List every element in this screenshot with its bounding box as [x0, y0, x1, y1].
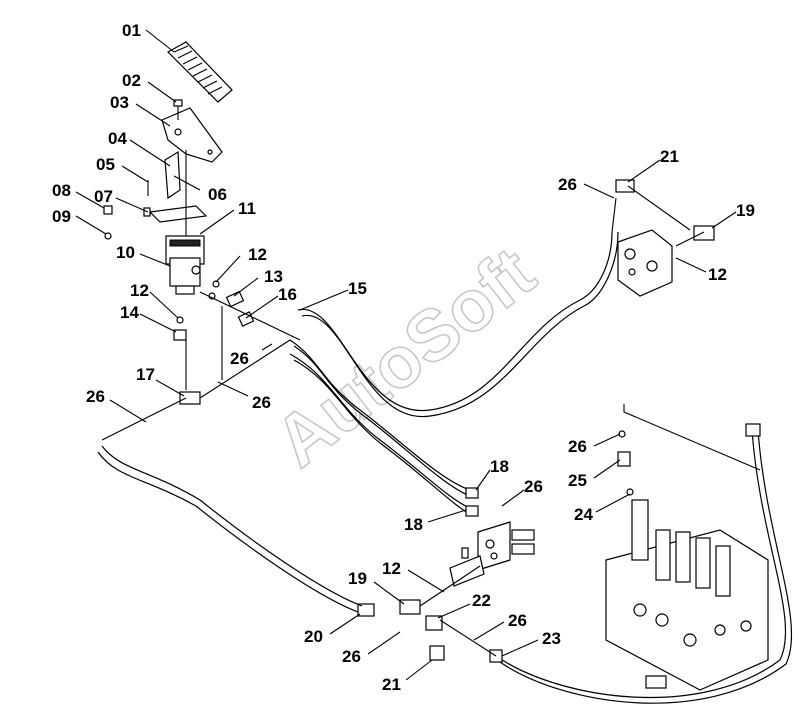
pilot-lines: [101, 185, 761, 657]
hose-20: [97, 445, 363, 613]
callout-02: 02: [122, 71, 141, 90]
callout-05: 05: [96, 155, 115, 174]
callout-15: 15: [348, 279, 367, 298]
callout-04: 04: [108, 129, 127, 148]
tee-fitting-17: [179, 340, 201, 405]
callout-12-b: 12: [130, 281, 149, 300]
elbow-19-bottom: [399, 599, 421, 615]
pilot-valve-10: [165, 235, 205, 295]
callout-18-a: 18: [490, 457, 509, 476]
callout-07: 07: [94, 187, 113, 206]
callout-14: 14: [120, 303, 139, 322]
callout-11: 11: [238, 199, 256, 218]
callout-09: 09: [52, 207, 71, 226]
callout-01: 01: [122, 21, 141, 40]
callout-20: 20: [304, 627, 323, 646]
callout-26-h: 26: [342, 647, 361, 666]
callout-19-a: 19: [736, 201, 755, 220]
elbow-19-top: [693, 225, 715, 241]
callout-22: 22: [472, 591, 491, 610]
pedal-bracket: [103, 150, 208, 240]
callout-21-b: 21: [382, 675, 401, 694]
callout-12-c: 12: [708, 265, 727, 284]
leader-lines: [75, 29, 737, 681]
watermark: AutoSoft: [261, 232, 550, 482]
callout-06: 06: [208, 185, 227, 204]
callout-26-c: 26: [252, 393, 271, 412]
callout-labels: 01 02 03 04 05 06 07 08 09 10 11 12 13 1…: [52, 21, 755, 694]
callout-19-b: 19: [348, 569, 367, 588]
callout-21-a: 21: [660, 147, 679, 166]
callout-26-b: 26: [86, 387, 105, 406]
pedal-plate: [161, 107, 223, 163]
junction-block: [477, 521, 535, 571]
callout-26-f: 26: [524, 477, 543, 496]
hose-18-pair: [289, 339, 479, 517]
small-block-12: [449, 547, 485, 587]
fitting-20: [357, 603, 375, 617]
hose-15: [297, 197, 619, 418]
pedal-pad: [167, 41, 233, 103]
callout-08: 08: [52, 181, 71, 200]
tee-22: [425, 615, 443, 631]
callout-25: 25: [568, 471, 587, 490]
callout-23: 23: [542, 629, 561, 648]
fitting-25: [617, 430, 634, 496]
callout-26-g: 26: [508, 611, 527, 630]
elbow-21-bottom: [429, 645, 445, 661]
callout-12-a: 12: [248, 245, 267, 264]
fitting-14: [173, 316, 187, 341]
elbow-21-top: [615, 179, 635, 193]
callout-26-a: 26: [230, 349, 249, 368]
fitting-13: [208, 280, 245, 308]
bolt-02: [173, 99, 183, 120]
callout-03: 03: [110, 93, 129, 112]
callout-26-d: 26: [558, 175, 577, 194]
callout-16: 16: [278, 285, 297, 304]
hose-23: [489, 423, 793, 704]
control-valve: [605, 499, 769, 691]
callout-13: 13: [264, 267, 283, 286]
callout-12-d: 12: [382, 559, 401, 578]
callout-17: 17: [136, 365, 155, 384]
callout-24: 24: [574, 505, 593, 524]
callout-18-b: 18: [404, 515, 423, 534]
callout-10: 10: [116, 243, 135, 262]
shuttle-block: [617, 229, 673, 297]
callout-26-e: 26: [568, 437, 587, 456]
